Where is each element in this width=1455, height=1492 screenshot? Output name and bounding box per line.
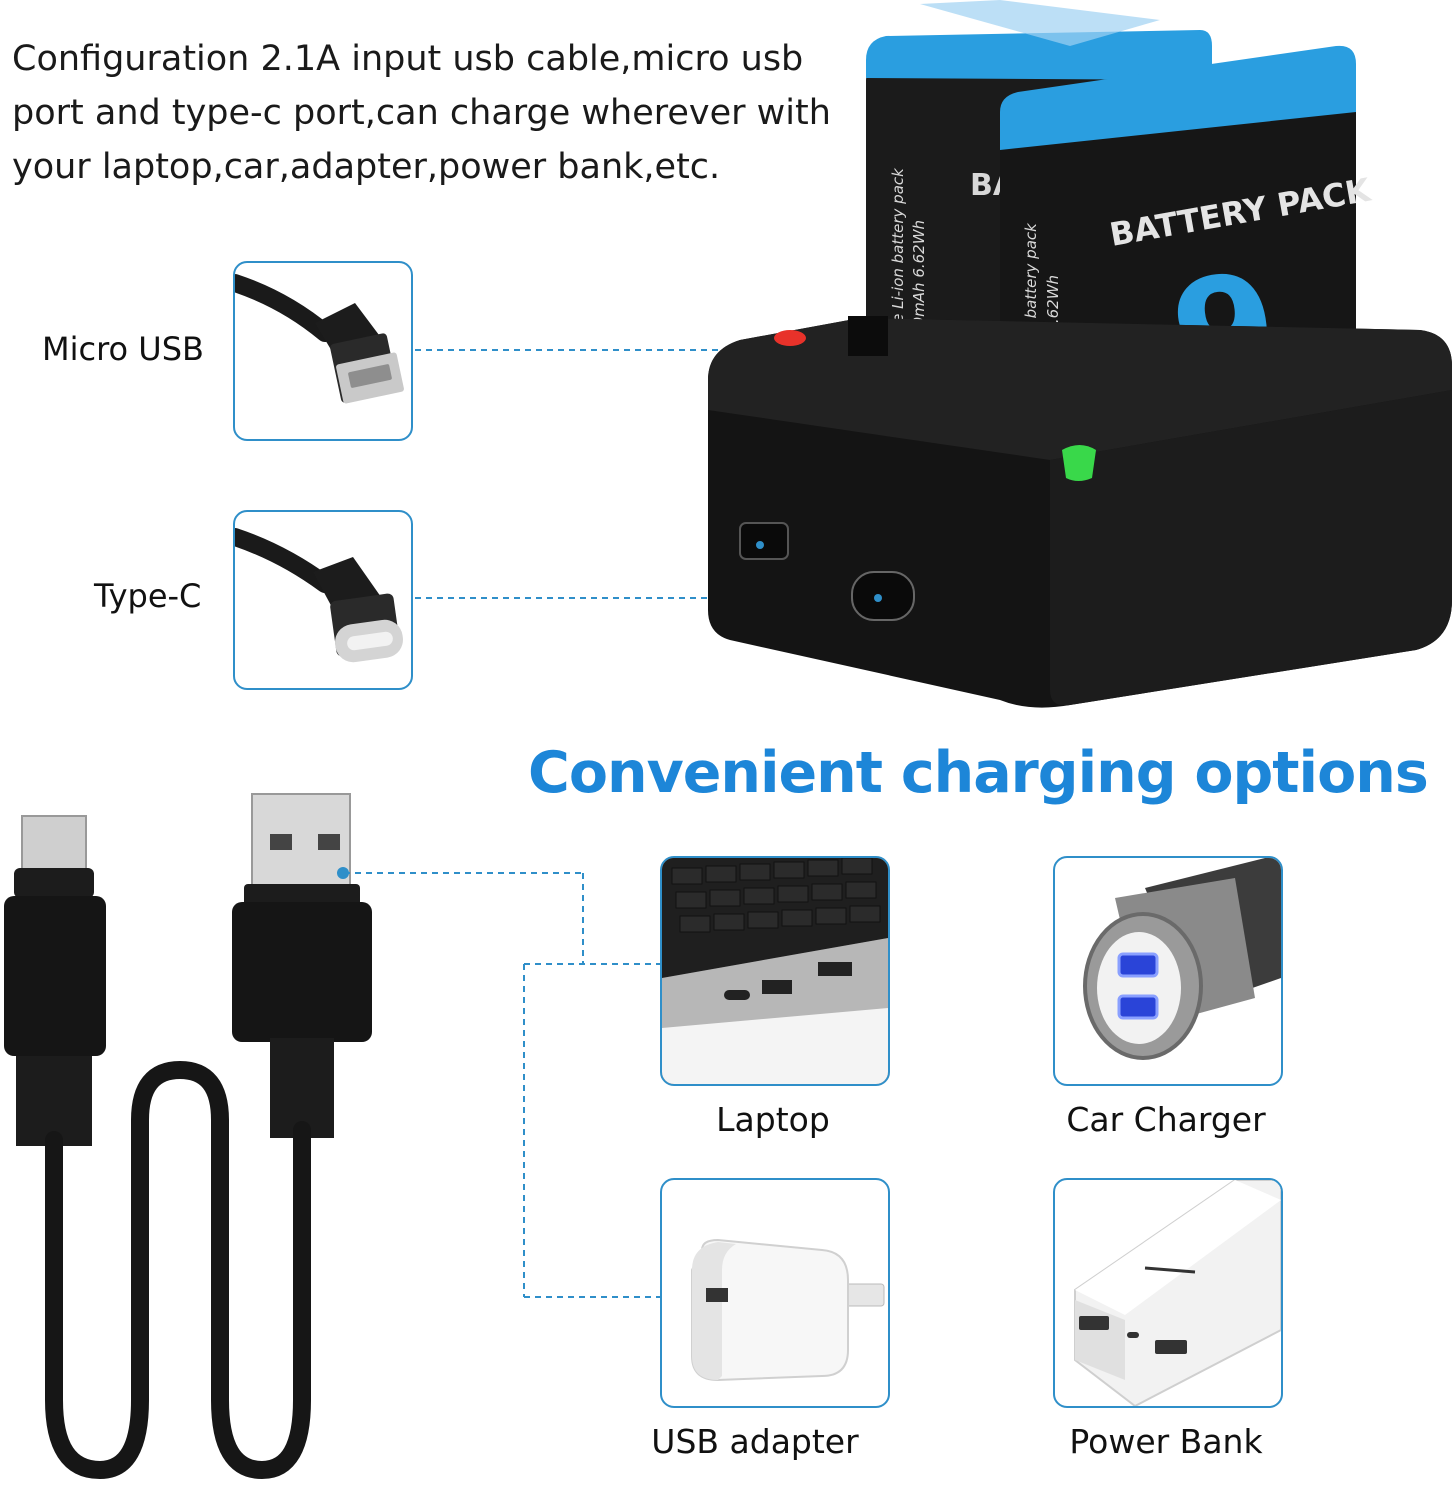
micro-usb-label: Micro USB (42, 330, 204, 368)
micro-usb-plug-icon (235, 274, 404, 404)
car-charger-thumbnail (1053, 856, 1283, 1086)
car-charger-icon (1083, 858, 1281, 1060)
intro-line-3: your laptop,car,adapter,power bank,etc. (12, 147, 721, 187)
back-battery-spec-1: eable Li-ion battery pack (889, 167, 907, 355)
car-charger-label: Car Charger (1066, 1100, 1266, 1139)
usb-adapter-thumbnail (660, 1178, 890, 1408)
micro-usb-tip-icon (21, 815, 87, 877)
red-led-indicator (774, 330, 806, 346)
green-led-indicator (1062, 445, 1096, 481)
type-c-label: Type-C (94, 577, 202, 615)
intro-line-2: port and type-c port,can charge wherever… (12, 93, 831, 133)
usb-adapter-icon (691, 1238, 885, 1382)
type-c-plug-icon (235, 528, 403, 663)
type-c-thumbnail (233, 510, 413, 690)
intro-text: Configuration 2.1A input usb cable,micro… (12, 32, 831, 194)
micro-usb-port (739, 522, 789, 560)
usb-adapter-label: USB adapter (651, 1422, 859, 1461)
intro-line-1: Configuration 2.1A input usb cable,micro… (12, 39, 804, 79)
dual-battery-charger: BA eable Li-ion battery pack 1720mAh 6.6… (708, 0, 1452, 708)
laptop-label: Laptop (716, 1100, 830, 1139)
power-bank-label: Power Bank (1069, 1422, 1263, 1461)
power-bank-thumbnail (1053, 1178, 1283, 1408)
charger-base (708, 316, 1452, 708)
charging-options-headline: Convenient charging options (528, 740, 1429, 806)
usb-cable-illustration (4, 793, 372, 1480)
power-bank-icon (1074, 1180, 1281, 1406)
laptop-icon (662, 858, 888, 1084)
option-connector-lines (344, 872, 660, 1298)
micro-usb-thumbnail (233, 261, 413, 441)
laptop-thumbnail (660, 856, 890, 1086)
type-c-port (851, 571, 915, 621)
